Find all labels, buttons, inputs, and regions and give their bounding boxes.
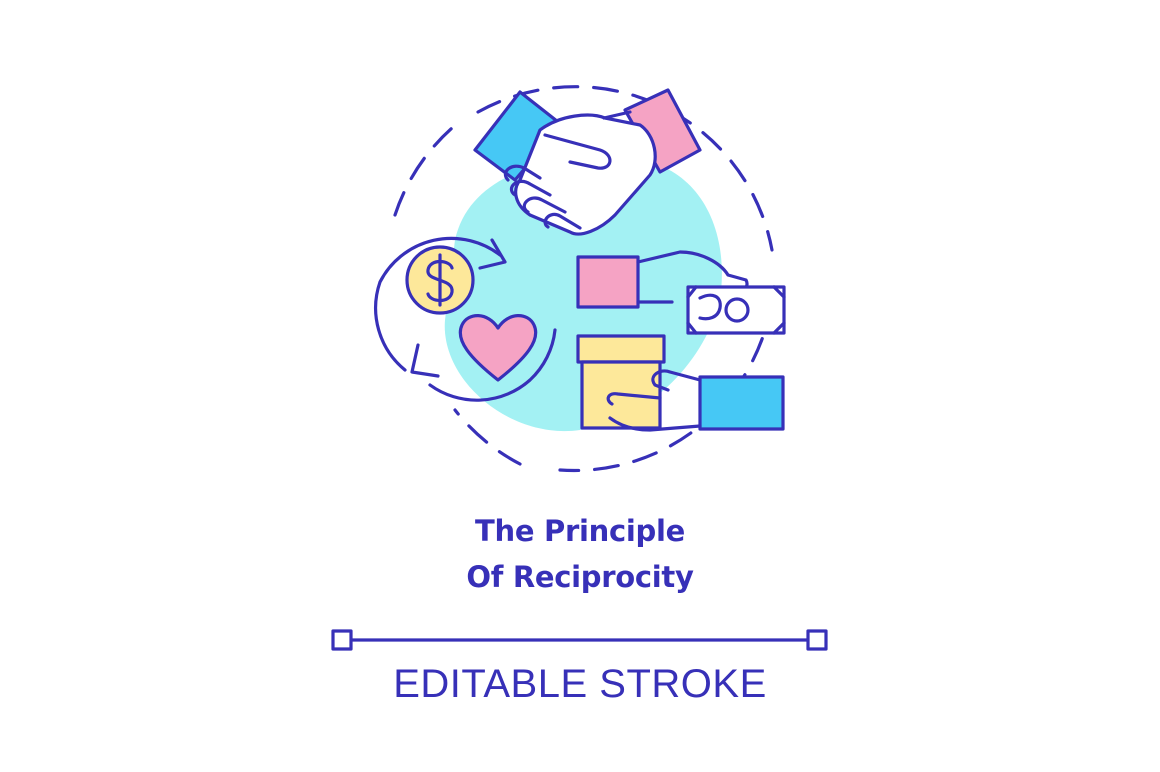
dashed-circle [453, 408, 522, 466]
dashed-circle [393, 126, 454, 217]
editable-stroke-caption: EDITABLE STROKE [393, 662, 767, 706]
cycle-arrows-icon [374, 236, 557, 402]
concept-title-line-2: Of Reciprocity [466, 560, 694, 594]
editable-stroke-line [331, 629, 828, 651]
concept-title-line-1: The Principle [475, 514, 685, 548]
hand-with-banknote-icon [576, 250, 786, 335]
dashed-circle [476, 85, 774, 252]
hand-with-gift-box-icon [576, 334, 785, 432]
heart-icon [458, 314, 538, 382]
dollar-coin-icon [405, 245, 475, 315]
dashed-circle [558, 298, 774, 473]
handshake-icon [473, 88, 702, 236]
